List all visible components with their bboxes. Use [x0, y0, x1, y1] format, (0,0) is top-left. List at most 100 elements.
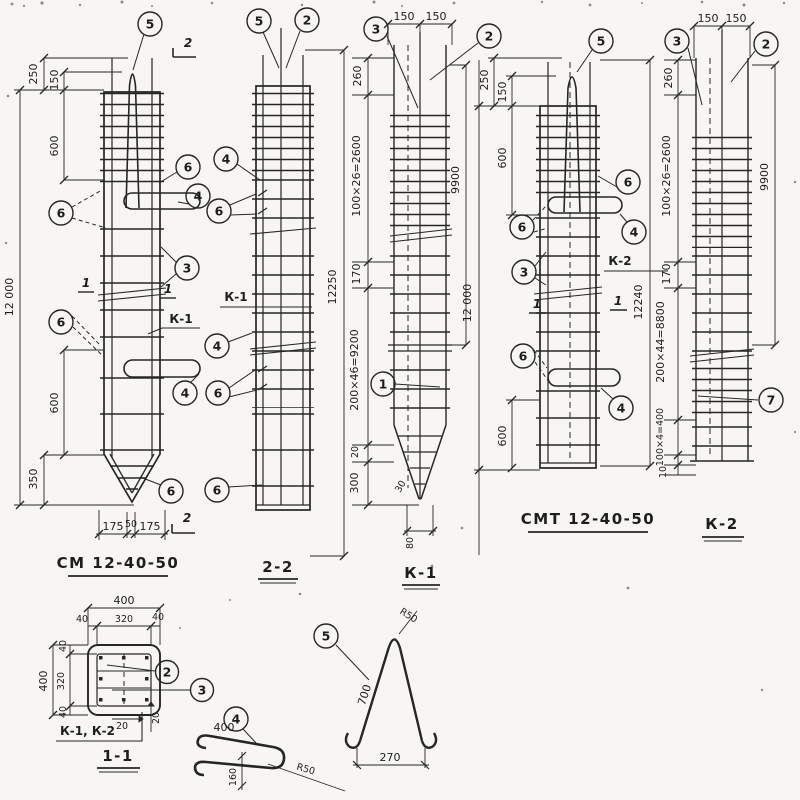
svg-text:4: 4 [232, 712, 241, 727]
title-cage-k1: К-1 [402, 564, 440, 590]
dim-label: 40 [76, 614, 88, 625]
svg-text:3: 3 [198, 683, 207, 698]
svg-text:6: 6 [57, 206, 66, 221]
pile-cmt-linework [533, 62, 623, 469]
callout: 2 [730, 31, 779, 83]
callout: 4 [204, 332, 253, 359]
dim-label: 200×46=9200 [348, 329, 361, 410]
dim-label: 150 [426, 10, 447, 23]
title-cage-k2: К-2 [702, 515, 744, 542]
callout: 5 [576, 28, 614, 73]
svg-text:6: 6 [519, 349, 528, 364]
svg-text:4: 4 [630, 225, 639, 240]
dim-label: 20 [151, 712, 162, 724]
dim-label: 40 [58, 706, 69, 718]
callout: 5 [246, 8, 280, 69]
cage-ref-k1: К-1 [147, 312, 200, 335]
svg-text:2: 2 [303, 13, 312, 28]
svg-text:3: 3 [520, 265, 529, 280]
title-section-1-1: 1-1 [97, 747, 140, 773]
dim-label: 150 [394, 10, 415, 23]
svg-text:6: 6 [213, 483, 222, 498]
callout: 1 [370, 371, 441, 397]
pile-2-2-dimension-lines [305, 45, 349, 561]
dim-label: 400 [214, 721, 235, 734]
callout: 2 [429, 23, 502, 81]
title-pile-cmt: СМТ 12-40-50 [521, 510, 654, 533]
svg-text:5: 5 [597, 34, 606, 49]
section-mark-1-left: 1 [529, 297, 546, 314]
dim-label: 600 [496, 148, 509, 169]
pile-2-2-linework [249, 28, 317, 511]
svg-text:К-2: К-2 [608, 254, 631, 268]
callout: 4 [177, 183, 211, 209]
callout: 6 [510, 343, 550, 383]
callout: 4 [619, 213, 647, 245]
dim-label: 30 [393, 479, 409, 495]
callout: 3 [160, 246, 200, 288]
pile-cmt-dimension-lines [474, 53, 655, 473]
callout: 6 [597, 169, 641, 195]
dim-label: 12240 [632, 285, 645, 320]
dim-label: 350 [27, 469, 40, 490]
section-1-1-dimension-lines [48, 603, 165, 732]
callout: 6 [48, 189, 107, 229]
dim-label: 40 [152, 612, 164, 623]
svg-text:4: 4 [213, 339, 222, 354]
dim-label: 320 [115, 614, 133, 625]
dim-label: 250 [27, 64, 40, 85]
svg-text:2: 2 [485, 29, 494, 44]
callout: 6 [204, 477, 263, 503]
svg-text:1: 1 [164, 282, 172, 296]
callout: 6 [509, 205, 549, 240]
dim-label: 600 [48, 136, 61, 157]
svg-text:6: 6 [215, 204, 224, 219]
dim-label: 20 [350, 446, 361, 458]
section-1-1-linework [87, 644, 161, 716]
dim-label: 80 [405, 537, 416, 549]
svg-text:1: 1 [82, 276, 90, 290]
section-mark-2-top: 2 [172, 36, 196, 58]
svg-text:1: 1 [533, 297, 541, 311]
dim-label: 600 [48, 393, 61, 414]
callout: 2 [285, 7, 320, 69]
detail-loop-5-linework [344, 610, 438, 770]
svg-text:3: 3 [673, 34, 682, 49]
svg-text:6: 6 [184, 160, 193, 175]
dim-label: 320 [56, 672, 67, 690]
svg-text:6: 6 [57, 315, 66, 330]
svg-text:2: 2 [183, 511, 191, 525]
svg-text:7: 7 [767, 393, 776, 408]
dim-label: 400 [114, 594, 135, 607]
pile-cm-linework [97, 58, 201, 504]
dim-label: 270 [380, 751, 401, 764]
detail-bar-4: 400 R50 160 4 [193, 706, 346, 792]
dim-label: 12 000 [3, 278, 16, 317]
cage-ref-k2: К-2 [604, 254, 668, 272]
detail-bar-4-linework [193, 734, 346, 792]
svg-text:4: 4 [617, 401, 626, 416]
pile-cm-elevation: 250 150 600 12 000 600 350 175 50 175 1 … [3, 11, 211, 577]
cage-k2-linework [689, 30, 755, 462]
dim-label: 9900 [449, 166, 462, 194]
cage-k2-dimension-lines [664, 21, 780, 476]
svg-text:К-1: К-1 [404, 564, 437, 582]
section-mark-1-left: 1 [78, 276, 94, 293]
dim-label: 100×26=2600 [660, 135, 673, 216]
dim-label: 20 [116, 721, 128, 732]
svg-text:2: 2 [762, 37, 771, 52]
dim-label: 260 [351, 66, 364, 87]
callout: 4 [213, 146, 261, 181]
dim-label: R50 [295, 762, 316, 778]
dim-label: 300 [348, 473, 361, 494]
svg-text:6: 6 [624, 175, 633, 190]
cage-ref-k1: К-1 [220, 290, 312, 308]
cage-k2-elevation: 150 150 260 100×26=2600 170 200×44=8800 … [654, 12, 784, 542]
svg-text:4: 4 [194, 189, 203, 204]
svg-text:2-2: 2-2 [262, 558, 294, 576]
dim-label: 50 [125, 519, 137, 530]
dim-label: 170 [660, 264, 673, 285]
svg-text:СМ 12-40-50: СМ 12-40-50 [57, 554, 180, 572]
callout: 6 [139, 476, 184, 504]
